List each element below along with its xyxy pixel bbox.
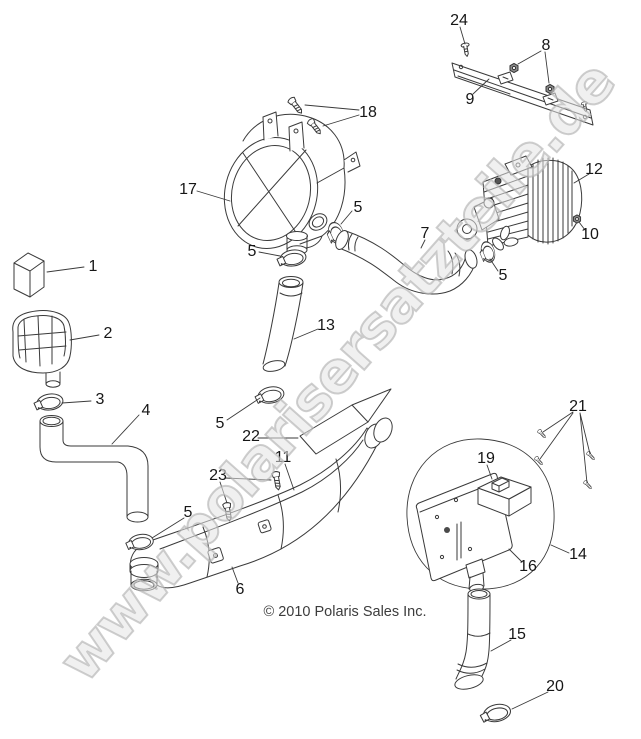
callout-5: 5	[247, 243, 257, 260]
callout-19: 19	[477, 450, 495, 467]
part-14-detail-circle	[406, 438, 555, 590]
callout-8: 8	[541, 37, 551, 54]
part-19-box	[477, 476, 532, 517]
part-15-drain-hose	[454, 588, 491, 690]
part-1-filter-element	[13, 252, 45, 298]
callout-18: 18	[359, 104, 377, 121]
callout-10: 10	[581, 226, 599, 243]
callout-5: 5	[353, 199, 363, 216]
callout-4: 4	[141, 402, 151, 419]
callout-6: 6	[235, 581, 245, 598]
part-7-hose	[323, 219, 498, 295]
callout-17: 17	[179, 181, 197, 198]
part-17-airbox	[223, 111, 361, 255]
callout-12: 12	[585, 161, 603, 178]
callout-16: 16	[519, 558, 537, 575]
part-6-intake-duct	[129, 417, 393, 592]
callout-5: 5	[215, 415, 225, 432]
callout-13: 13	[317, 317, 335, 334]
callout-5: 5	[498, 267, 508, 284]
leader-lines	[46, 26, 591, 710]
callout-24: 24	[450, 12, 468, 29]
callout-2: 2	[103, 325, 113, 342]
copyright-text: © 2010 Polaris Sales Inc.	[263, 604, 427, 620]
callout-11: 11	[274, 449, 292, 466]
part-12-engine	[456, 155, 583, 251]
callout-5: 5	[183, 504, 193, 521]
part-13-hose	[262, 276, 304, 372]
callout-21: 21	[569, 398, 587, 415]
callout-20: 20	[546, 678, 564, 695]
callout-1: 1	[88, 258, 98, 275]
callout-22: 22	[242, 428, 260, 445]
callout-15: 15	[508, 626, 526, 643]
part-4-inlet-hose	[39, 415, 149, 523]
callout-23: 23	[209, 467, 227, 484]
callout-3: 3	[95, 391, 105, 408]
part-9-bracket	[451, 62, 594, 126]
callout-9: 9	[465, 91, 475, 108]
callout-14: 14	[569, 546, 587, 563]
part-2-airbox-cover	[12, 310, 72, 388]
part-22-sheet	[299, 388, 392, 455]
callout-7: 7	[420, 225, 430, 242]
